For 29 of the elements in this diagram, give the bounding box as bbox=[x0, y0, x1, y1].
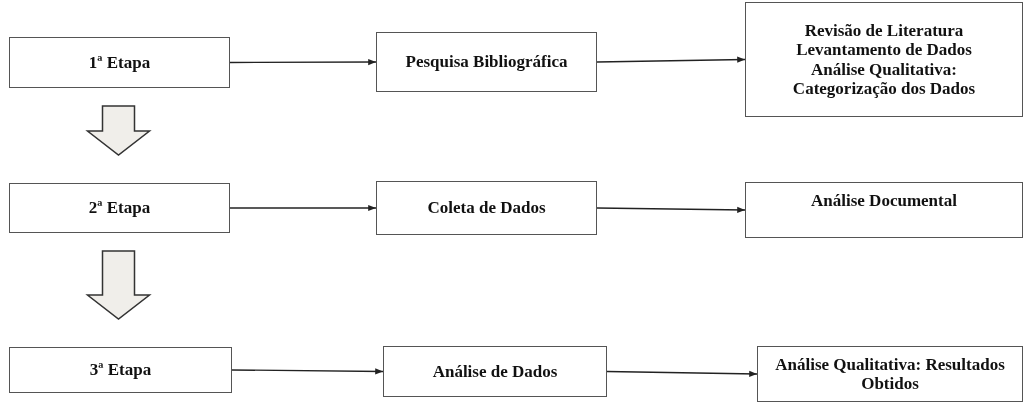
process-box bbox=[376, 32, 597, 92]
arrow bbox=[231, 368, 384, 375]
process-box bbox=[745, 182, 1023, 238]
box-text: 2ª Etapa bbox=[88, 198, 151, 218]
process-box bbox=[383, 346, 607, 397]
arrow bbox=[596, 206, 746, 213]
box-text: Análise Qualitativa: Resultados Obtidos bbox=[774, 355, 1006, 394]
process-box bbox=[9, 183, 230, 233]
arrow bbox=[596, 56, 746, 63]
process-box bbox=[9, 37, 230, 88]
arrow bbox=[229, 204, 377, 212]
block-arrow bbox=[85, 250, 152, 320]
box-text: Análise de Dados bbox=[432, 362, 558, 381]
box-text: Pesquisa Bibliográfica bbox=[405, 52, 568, 72]
process-box bbox=[9, 347, 232, 393]
process-box bbox=[376, 181, 597, 235]
arrow bbox=[606, 370, 758, 377]
box-text: Análise Documental bbox=[811, 191, 957, 211]
box-text: Coleta de Dados bbox=[427, 198, 546, 218]
box-text: Revisão de Literatura bbox=[804, 21, 964, 41]
process-box bbox=[757, 346, 1023, 402]
box-text: 3ª Etapa bbox=[89, 360, 152, 380]
box-text: Levantamento de Dados bbox=[796, 40, 972, 60]
process-box bbox=[745, 2, 1023, 117]
arrow bbox=[229, 58, 377, 66]
box-text: 1ª Etapa bbox=[88, 53, 151, 72]
block-arrow bbox=[85, 105, 152, 156]
box-text: Análise Qualitativa: bbox=[811, 59, 957, 79]
box-text: Categorização dos Dados bbox=[792, 78, 976, 98]
